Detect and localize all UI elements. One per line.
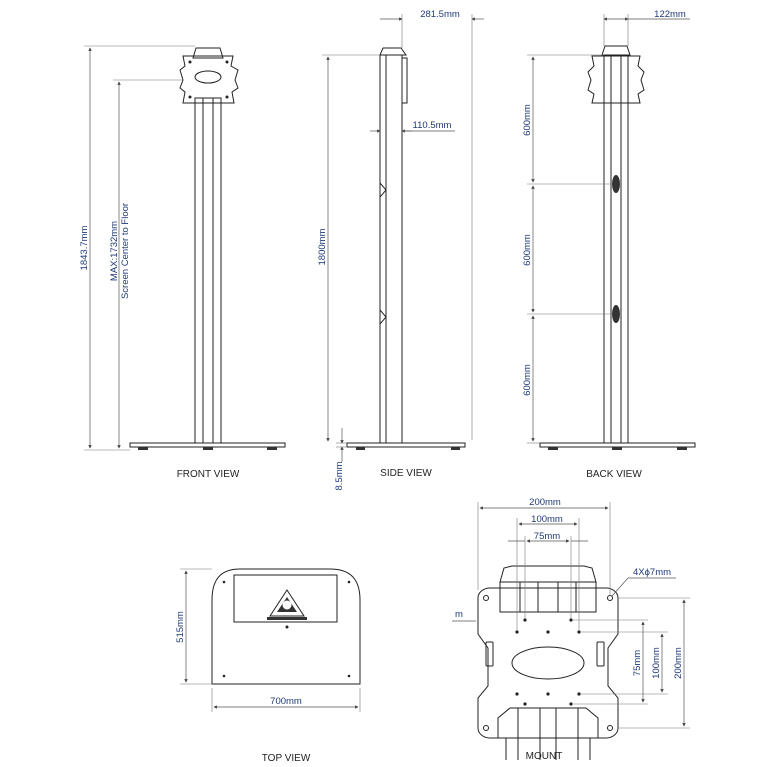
side-depth-label: 281.5mm [420, 9, 460, 20]
top-view: 515mm 700mm TOP VIEW [175, 568, 361, 764]
front-max-label: MAX:1732mm [109, 221, 120, 281]
side-base-height-label: 8.5mm [334, 461, 345, 490]
mount-200-height-label: 200mm [673, 647, 684, 679]
front-view: 1843.7mm MAX:1732mm Screen Center to Flo… [79, 45, 286, 480]
front-total-height-label: 1843.7mm [79, 225, 90, 270]
side-height-label: 1800mm [317, 228, 328, 265]
mount-view: 200mm 100mm 75mm 4Xϕ7mm m 200mm 100mm 75… [452, 497, 690, 762]
back-view-title: BACK VIEW [586, 469, 642, 480]
side-view: 281.5mm 110.5mm 1800mm 8.5mm SIDE VIEW [317, 9, 484, 491]
top-depth-label: 515mm [175, 611, 186, 643]
mount-200-width-label: 200mm [529, 497, 561, 508]
mount-100-height-label: 100mm [651, 647, 662, 679]
front-view-title: FRONT VIEW [177, 469, 240, 480]
top-width-label: 700mm [270, 696, 302, 707]
mount-holes-label: 4Xϕ7mm [633, 567, 671, 578]
back-view: 122mm 600mm 600mm 600mm BACK VIEW [522, 9, 696, 480]
mount-100-width-label: 100mm [531, 514, 563, 525]
back-segment-2-label: 600mm [522, 234, 533, 266]
mount-view-title: MOUNT [526, 751, 563, 762]
back-segment-1-label: 600mm [522, 104, 533, 136]
front-screen-center-label: Screen Center to Floor [120, 203, 131, 299]
back-segment-3-label: 600mm [522, 364, 533, 396]
side-view-title: SIDE VIEW [380, 468, 432, 479]
mount-m-label: m [455, 609, 463, 620]
top-view-title: TOP VIEW [262, 753, 311, 764]
back-width-label: 122mm [654, 9, 686, 20]
side-pole-width-label: 110.5mm [413, 120, 452, 131]
mount-75-height-label: 75mm [632, 650, 643, 676]
mount-75-width-label: 75mm [534, 531, 560, 542]
